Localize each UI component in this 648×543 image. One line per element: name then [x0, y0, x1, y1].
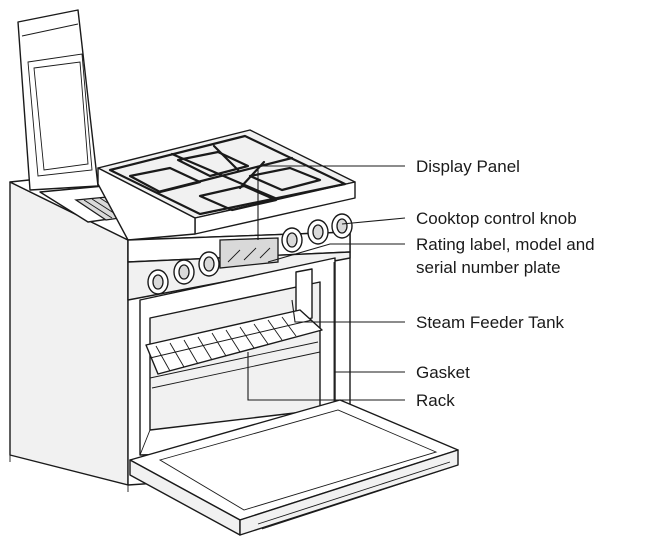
label-rating-label-line-2: serial number plate [416, 258, 561, 277]
oven-door [129, 399, 459, 536]
label-cooktop-control-knob: Cooktop control knob [416, 209, 577, 228]
label-gasket: Gasket [416, 363, 470, 382]
label-steam-feeder-tank: Steam Feeder Tank [416, 313, 565, 332]
knob-left-3 [198, 251, 220, 277]
knob-right-3 [331, 213, 353, 239]
knobs [147, 213, 353, 295]
label-display-panel: Display Panel [416, 157, 520, 176]
oven-rack [145, 309, 323, 389]
flip-up-lid [17, 9, 99, 191]
label-rating-label-line-1: Rating label, model and [416, 235, 595, 254]
knob-right-2 [307, 219, 329, 245]
burner-grates [108, 134, 347, 216]
label-rack: Rack [416, 391, 455, 410]
leader-lines [247, 165, 406, 401]
display-panel [219, 237, 279, 269]
knob-left-2 [173, 259, 195, 285]
feet [9, 455, 129, 492]
knob-right-1 [281, 227, 303, 253]
callout-labels: Display Panel Cooktop control knob Ratin… [416, 157, 595, 410]
knob-left-1 [147, 269, 169, 295]
